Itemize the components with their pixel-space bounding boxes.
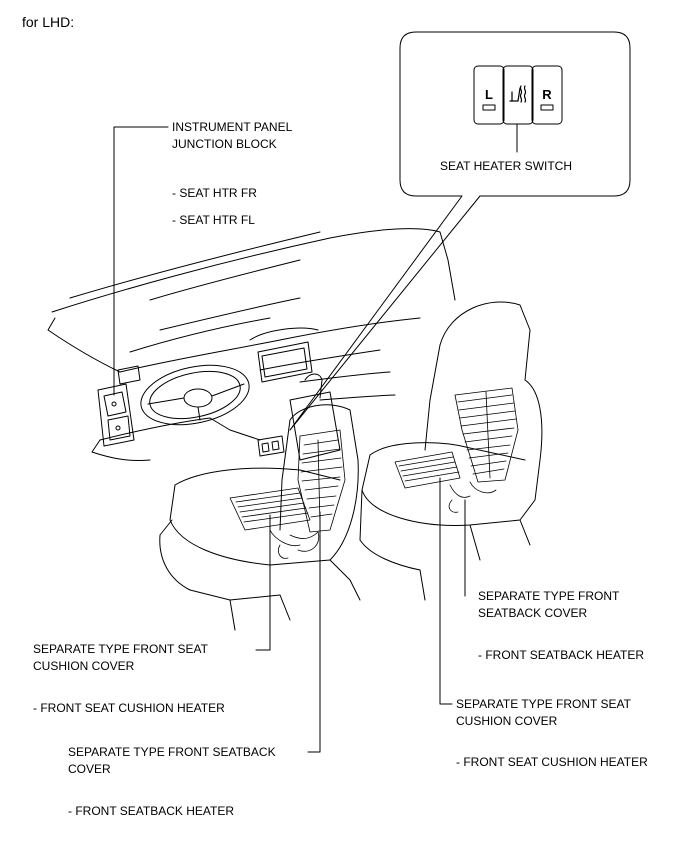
left-seatback-cover-line1: SEPARATE TYPE FRONT SEATBACK — [68, 745, 276, 759]
right-cushion-cover-label: SEPARATE TYPE FRONT SEAT CUSHION COVER — [456, 696, 631, 730]
ipjb-sub-seat-htr-fl: - SEAT HTR FL — [172, 213, 255, 227]
right-seatback-cover-label: SEPARATE TYPE FRONT SEATBACK COVER — [478, 588, 619, 622]
switch-key-left-label: L — [485, 87, 493, 102]
junction-block-drawing — [97, 365, 141, 447]
right-seat-drawing — [359, 301, 543, 601]
left-seat-drawing — [159, 404, 361, 631]
left-cushion-cover-line2: CUSHION COVER — [33, 659, 135, 673]
leader-left-seatback — [307, 511, 321, 753]
ipjb-sub-seat-htr-fr: - SEAT HTR FR — [172, 186, 257, 200]
switch-key-right-label: R — [542, 87, 552, 102]
switch-panel-drawing — [473, 65, 563, 125]
left-seatback-cover-label: SEPARATE TYPE FRONT SEATBACK COVER — [68, 744, 276, 778]
ipjb-label-line1: INSTRUMENT PANEL — [172, 120, 293, 134]
dashboard-drawing — [47, 228, 456, 461]
seat-heater-switch-label: SEAT HEATER SWITCH — [440, 159, 573, 173]
left-cushion-heater-label: - FRONT SEAT CUSHION HEATER — [33, 701, 225, 715]
left-cushion-cover-line1: SEPARATE TYPE FRONT SEAT — [33, 642, 208, 656]
left-seatback-heater-drawing — [289, 429, 346, 552]
steering-wheel-drawing — [140, 364, 250, 426]
left-seatback-heater-label: - FRONT SEATBACK HEATER — [68, 804, 235, 818]
callout-box-outline — [289, 31, 631, 431]
left-cushion-cover-label: SEPARATE TYPE FRONT SEAT CUSHION COVER — [33, 641, 208, 675]
right-cushion-cover-line1: SEPARATE TYPE FRONT SEAT — [456, 697, 631, 711]
center-display-drawing — [249, 327, 319, 383]
right-cushion-heater-label: - FRONT SEAT CUSHION HEATER — [456, 755, 648, 769]
right-seatback-heater-label: - FRONT SEATBACK HEATER — [478, 648, 645, 662]
right-seatback-cover-line1: SEPARATE TYPE FRONT — [478, 589, 620, 603]
leader-lines — [113, 123, 518, 753]
right-seatback-heater-drawing — [454, 387, 519, 494]
ipjb-label-line2: JUNCTION BLOCK — [172, 137, 277, 151]
center-console-drawing — [257, 373, 341, 461]
page-heading: for LHD: — [22, 14, 75, 30]
leader-ipjb — [113, 126, 169, 396]
left-seatback-cover-line2: COVER — [68, 762, 111, 776]
ipjb-label: INSTRUMENT PANEL JUNCTION BLOCK — [172, 119, 292, 153]
right-seatback-cover-line2: SEATBACK COVER — [478, 606, 588, 620]
left-cushion-heater-drawing — [229, 487, 311, 559]
seat-heater-icon — [509, 85, 527, 103]
leader-right-cushion — [439, 477, 453, 705]
right-cushion-heater-drawing — [394, 451, 471, 513]
leader-left-cushion — [255, 514, 271, 651]
right-cushion-cover-line2: CUSHION COVER — [456, 714, 558, 728]
